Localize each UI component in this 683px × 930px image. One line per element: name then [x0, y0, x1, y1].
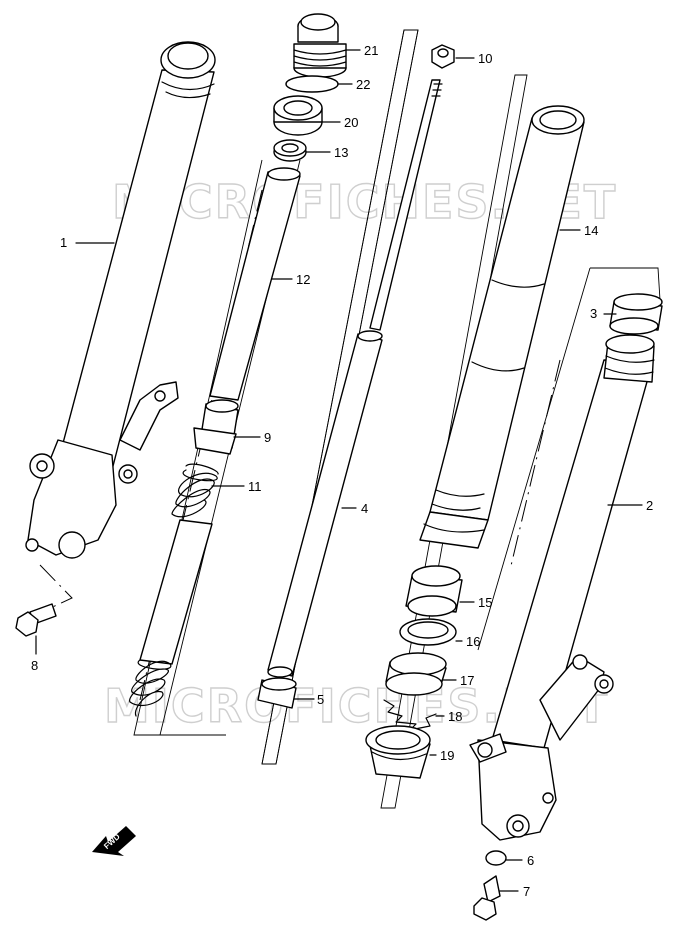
bolt-right	[473, 875, 501, 921]
oil-seal-17	[385, 652, 447, 696]
dust-seal-19	[365, 725, 431, 779]
callout-11: 11	[248, 479, 262, 494]
fwd-direction-marker: FWD	[92, 826, 136, 856]
callout-22: 22	[356, 77, 370, 92]
callout-20: 20	[344, 115, 358, 130]
oil-lock-piece	[257, 677, 297, 709]
callout-14: 14	[584, 223, 598, 238]
callout-10: 10	[478, 51, 492, 66]
nut-10	[431, 44, 455, 69]
callout-21: 21	[364, 43, 378, 58]
washer-6	[485, 850, 507, 866]
washer-13	[273, 139, 307, 162]
callout-17: 17	[460, 673, 474, 688]
callout-1: 1	[60, 235, 67, 250]
inner-tube	[419, 105, 585, 549]
fork-cap-assembly	[293, 13, 347, 78]
callout-16: 16	[466, 634, 480, 649]
seal-ring-20	[273, 95, 323, 136]
callout-6: 6	[527, 853, 534, 868]
circlip-18	[383, 699, 437, 731]
damper-cylinder	[209, 167, 301, 401]
bush-15	[405, 565, 463, 617]
group-frame-right-slider-edge	[477, 267, 591, 651]
damper-rod	[267, 79, 443, 678]
bolt-left	[15, 603, 57, 637]
callout-5: 5	[317, 692, 324, 707]
right-outer-tube	[469, 334, 655, 841]
callout-2: 2	[646, 498, 653, 513]
callout-8: 8	[31, 658, 38, 673]
o-ring	[285, 75, 339, 93]
guide-bush-3	[609, 293, 663, 335]
callout-13: 13	[334, 145, 348, 160]
callout-4: 4	[361, 501, 368, 516]
callout-18: 18	[448, 709, 462, 724]
callout-7: 7	[523, 884, 530, 899]
callout-9: 9	[264, 430, 271, 445]
callout-3: 3	[590, 306, 597, 321]
group-frame-spring	[133, 159, 263, 736]
callout-15: 15	[478, 595, 492, 610]
callout-19: 19	[440, 748, 454, 763]
group-frame-right-slider	[590, 267, 661, 301]
group-frame-inner-tube	[380, 74, 528, 809]
callout-leaders	[35, 49, 643, 892]
washer-16	[399, 618, 457, 646]
fork-spring	[129, 463, 219, 717]
valve-piece	[193, 399, 239, 455]
left-outer-tube	[25, 41, 216, 611]
callout-12: 12	[296, 272, 310, 287]
